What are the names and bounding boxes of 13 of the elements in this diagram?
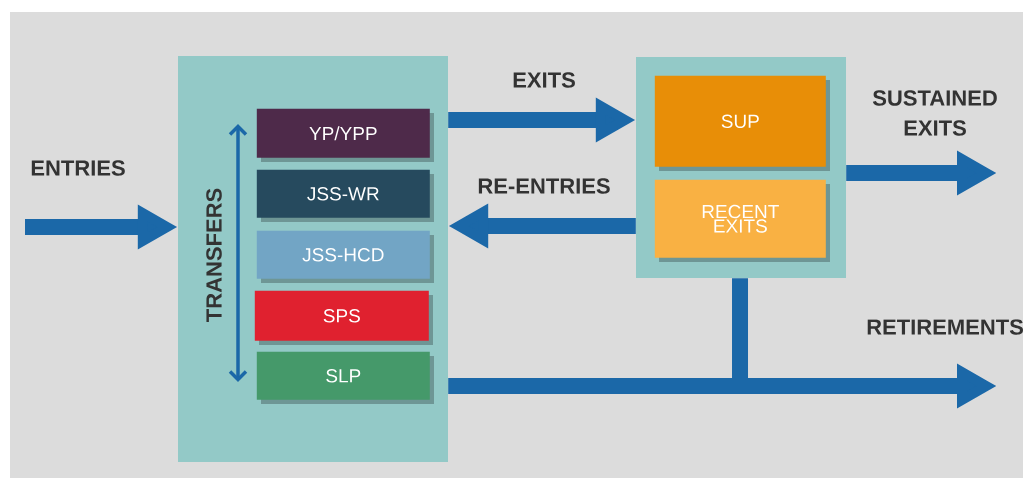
program-box: SPS <box>254 290 433 345</box>
axis-label: TRANSFERS <box>206 188 222 322</box>
program-box: RECENT EXITS <box>654 179 830 262</box>
edge-label: RE-ENTRIES <box>478 178 610 194</box>
program-box: JSS-HCD <box>256 230 434 283</box>
program-box: JSS-WR <box>256 169 434 222</box>
edge-label: EXITS <box>513 72 575 88</box>
edge-label: RETIREMENTS <box>867 319 1023 335</box>
edge-label: ENTRIES <box>31 160 125 176</box>
program-box: SLP <box>256 351 434 404</box>
edge-label: SUSTAINED EXITS <box>872 90 997 136</box>
program-box: SUP <box>654 75 830 171</box>
program-box: YP/YPP <box>256 108 434 162</box>
